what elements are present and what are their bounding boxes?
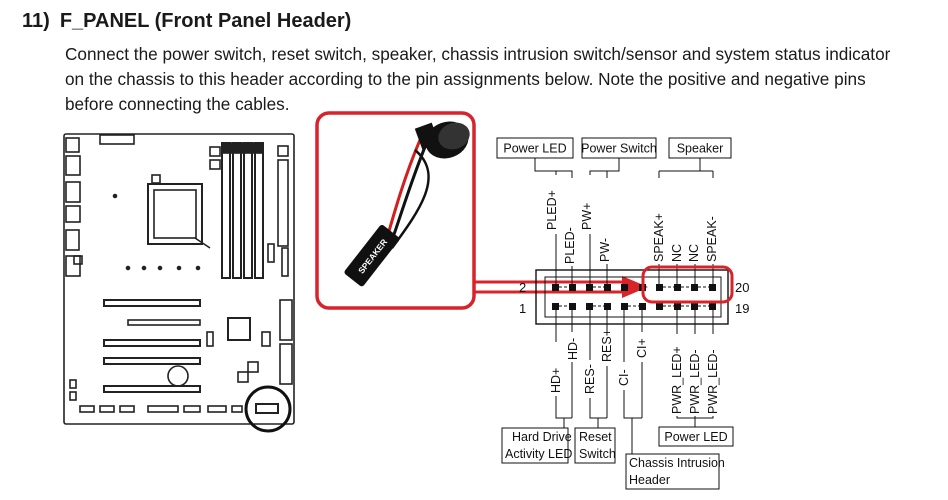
- connection-arrow: [474, 276, 648, 298]
- top-pin-groups: Power LED Power Switch Speaker: [496, 137, 732, 159]
- pin-label-pwr-led-minus-1: PWR_LED-: [688, 349, 702, 414]
- top-pin-labels: PLED+ PLED- PW+ PW- SPEAK+ NC NC SPEAK-: [545, 190, 719, 264]
- section-number: 11): [22, 10, 50, 32]
- pin-label-pwr-led-minus-2: PWR_LED-: [706, 349, 720, 414]
- pin-label-res-minus: RES-: [583, 364, 597, 394]
- description-line-3: before connecting the cables.: [65, 94, 290, 114]
- pin-header: [535, 265, 734, 325]
- pin-label-nc-2: NC: [687, 244, 701, 262]
- description-line-1: Connect the power switch, reset switch, …: [65, 44, 891, 64]
- motherboard-drawing: [63, 133, 295, 425]
- group-hdd-led-line-1: Hard Drive: [512, 430, 572, 444]
- pin-label-pled-minus: PLED-: [563, 227, 577, 264]
- pin-number-19: 19: [735, 301, 749, 316]
- pin-number-2: 2: [519, 280, 526, 295]
- group-reset-line-2: Switch: [579, 447, 616, 461]
- group-chassis-line-1: Chassis Intrusion: [629, 456, 725, 470]
- group-chassis-line-2: Header: [629, 473, 670, 487]
- pin-label-nc-1: NC: [670, 244, 684, 262]
- top-bracket-lines: [534, 158, 714, 178]
- group-reset-line-1: Reset: [579, 430, 612, 444]
- bottom-pin-leads: [555, 310, 714, 362]
- description-line-2: on the chassis to this header according …: [65, 69, 866, 89]
- pin-label-hd-minus: HD-: [566, 338, 580, 360]
- pin-label-speak-plus: SPEAK+: [652, 213, 666, 262]
- header-location-marker: [244, 385, 292, 433]
- pin-label-pw-plus: PW+: [580, 203, 594, 230]
- pin-label-pled-plus: PLED+: [545, 190, 559, 230]
- group-power-led-bottom: Power LED: [664, 430, 727, 444]
- pin-label-res-plus: RES+: [600, 329, 614, 362]
- pin-number-1: 1: [519, 301, 526, 316]
- pin-label-pwr-led-plus: PWR_LED+: [670, 346, 684, 414]
- description: Connect the power switch, reset switch, …: [65, 42, 935, 117]
- speaker-photo: SPEAKER: [315, 111, 476, 310]
- pin-label-pw-minus: PW-: [598, 238, 612, 262]
- group-power-switch: Power Switch: [581, 142, 657, 156]
- pin-numbers: 2 1 20 19: [519, 280, 749, 316]
- pin-label-ci-plus: CI+: [635, 338, 649, 358]
- group-hdd-led-line-2: Activity LED: [505, 447, 572, 461]
- section-title: F_PANEL (Front Panel Header): [59, 10, 352, 32]
- bottom-pin-labels: HD+ HD- RES- RES+ CI- CI+ PWR_LED+ PWR_L…: [549, 329, 720, 414]
- pin-number-20: 20: [735, 280, 749, 295]
- group-speaker: Speaker: [677, 142, 724, 156]
- group-power-led-top: Power LED: [503, 142, 566, 156]
- section-heading: 11) F_PANEL (Front Panel Header): [22, 10, 351, 33]
- pin-label-ci-minus: CI-: [617, 369, 631, 386]
- pin-label-hd-plus: HD+: [549, 368, 563, 393]
- pin-label-speak-minus: SPEAK-: [705, 216, 719, 262]
- bottom-pin-groups: Hard Drive Activity LED Reset Switch Cha…: [501, 426, 734, 490]
- speaker-pins-highlight: [641, 265, 734, 304]
- bottom-bracket-lines: [555, 362, 714, 456]
